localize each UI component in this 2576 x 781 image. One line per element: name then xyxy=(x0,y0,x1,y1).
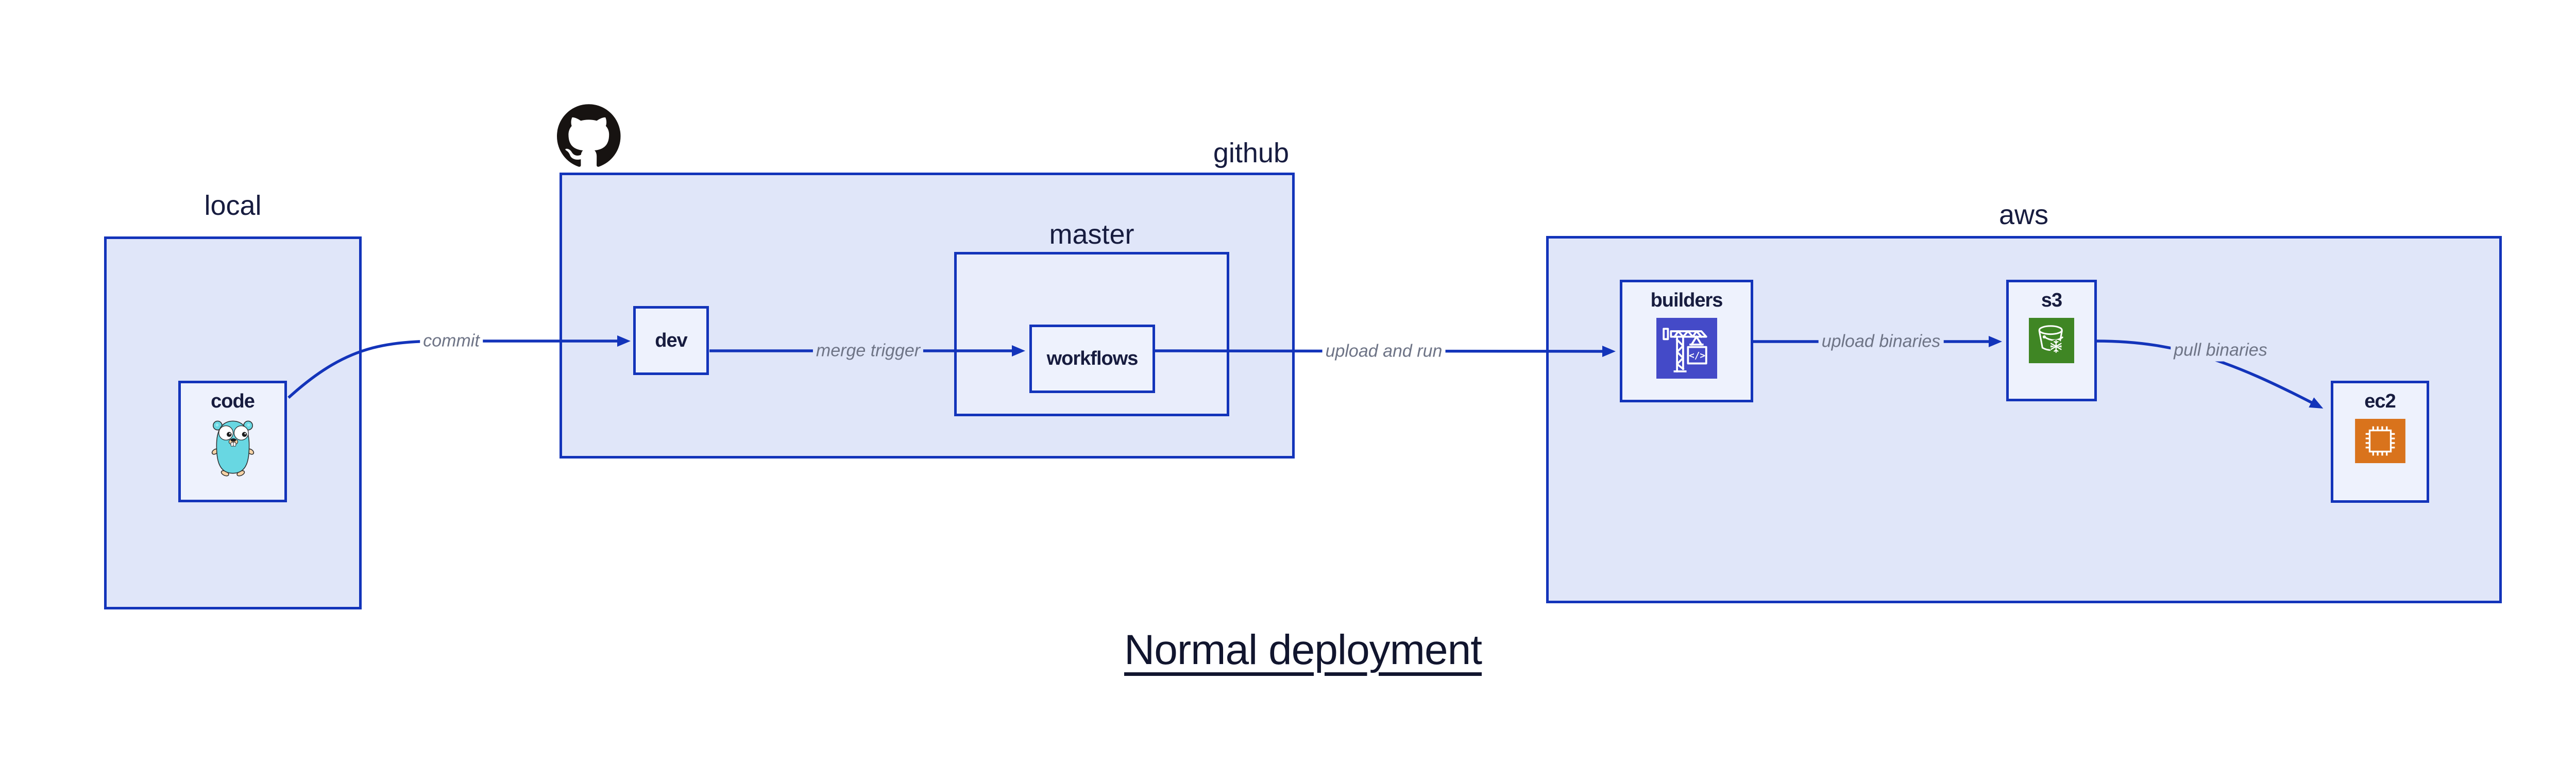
ec2-chip-icon xyxy=(2354,419,2405,463)
node-dev: dev xyxy=(633,306,709,375)
cluster-label-master: master xyxy=(1049,219,1134,250)
cluster-label-aws: aws xyxy=(1998,199,2049,230)
node-s3-label: s3 xyxy=(2041,290,2062,311)
node-ec2: ec2 xyxy=(2331,381,2429,503)
node-s3: s3 xyxy=(2006,280,2097,401)
cluster-label-github: github xyxy=(1213,138,1289,168)
node-dev-label: dev xyxy=(655,329,687,351)
node-builders-label: builders xyxy=(1650,290,1723,311)
diagram-title: Normal deployment xyxy=(1124,626,1482,673)
edge-label-merge-trigger: merge trigger xyxy=(812,339,924,362)
s3-glacier-bucket-icon xyxy=(2029,318,2074,363)
cluster-label-local: local xyxy=(204,190,262,221)
edge-label-upload-binaries: upload binaries xyxy=(1818,330,1944,353)
node-code-label: code xyxy=(211,390,255,412)
go-gopher-icon xyxy=(211,420,254,477)
node-workflows: workflows xyxy=(1029,325,1155,393)
edge-label-commit: commit xyxy=(420,330,483,352)
svg-text:</>: </> xyxy=(1689,351,1705,361)
edge-label-upload-and-run: upload and run xyxy=(1322,340,1446,363)
node-workflows-label: workflows xyxy=(1046,348,1139,369)
node-code: code xyxy=(178,381,287,502)
crane-builders-icon: </> xyxy=(1656,318,1717,379)
edge-label-pull-binaries: pull binaries xyxy=(2171,339,2270,362)
github-octocat-icon xyxy=(557,104,621,167)
node-builders: builders </> xyxy=(1620,280,1753,402)
node-ec2-label: ec2 xyxy=(2364,390,2396,412)
